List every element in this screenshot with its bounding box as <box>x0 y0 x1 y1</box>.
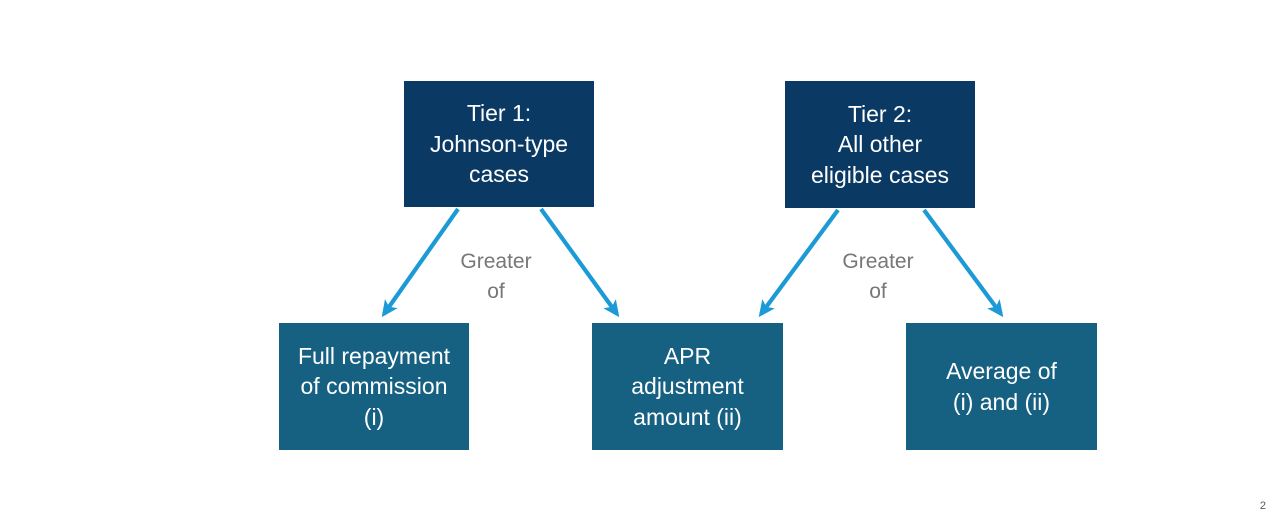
tier-1-box: Tier 1: Johnson-type cases <box>404 81 594 207</box>
outcome-apr-adjustment-box: APR adjustment amount (ii) <box>592 323 783 450</box>
outcome-average-box: Average of (i) and (ii) <box>906 323 1097 450</box>
tier-2-box: Tier 2: All other eligible cases <box>785 81 975 208</box>
greater-of-label-right: Greater of <box>842 250 914 303</box>
outcome-full-repayment-box: Full repayment of commission (i) <box>279 323 469 450</box>
page-number: 2 <box>1259 500 1266 512</box>
greater-of-label-left: Greater of <box>460 250 532 303</box>
